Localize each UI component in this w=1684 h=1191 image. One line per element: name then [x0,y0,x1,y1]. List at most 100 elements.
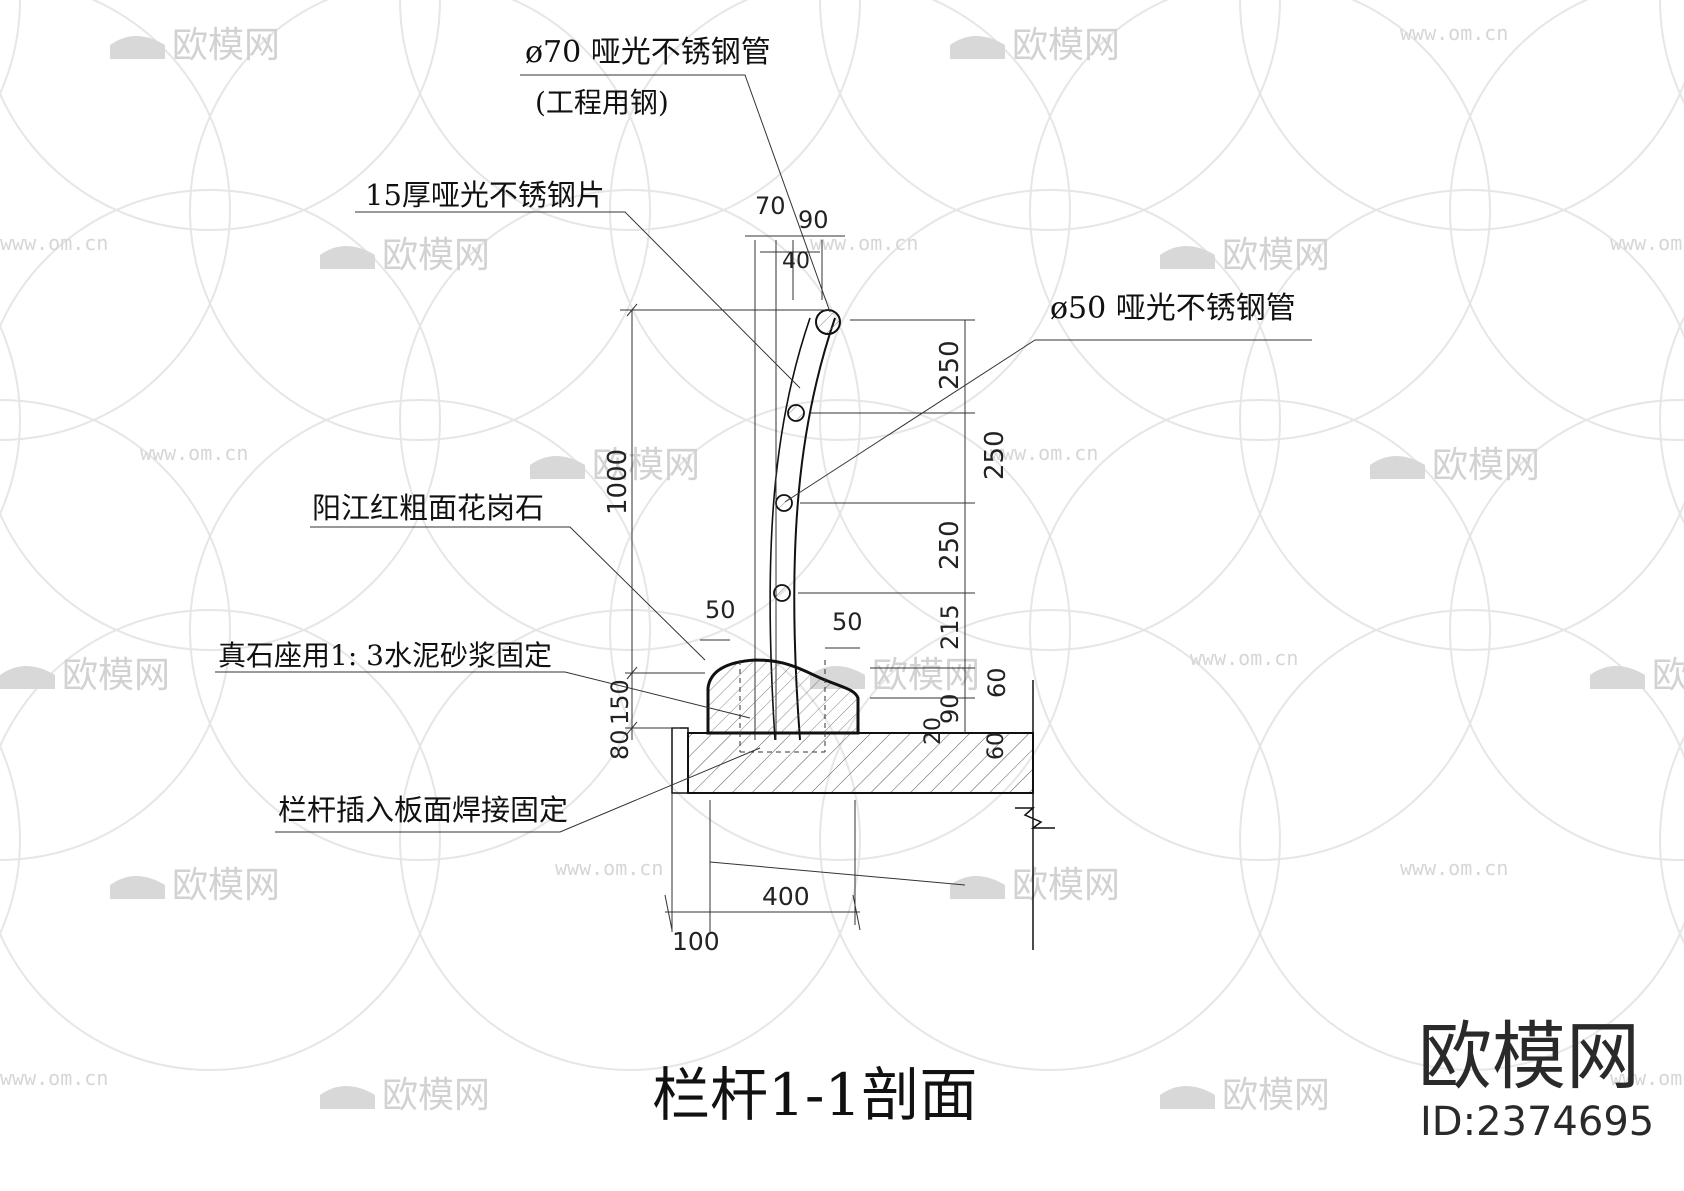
watermark-circle [1659,315,1684,525]
dim-80: 80 [606,729,634,760]
watermark-url: www.om.cn [0,231,108,255]
watermark-logo: 欧模网 [1370,445,1540,486]
pipe-50-a [787,404,805,422]
drawing-title: 栏杆1-1剖面 [652,1061,977,1129]
watermark-brand-text: 欧模网 [382,1075,490,1116]
label-pipe50: ø50 哑光不锈钢管 [1050,291,1296,326]
watermark-circle [609,0,1071,441]
watermark-circle [0,609,441,1071]
watermark-brand-text: 欧模网 [1012,25,1120,66]
watermark-circle [819,0,1281,231]
dim-215: 215 [936,604,964,650]
sofa-icon [1590,666,1645,689]
watermark-brand-text: 欧模网 [1222,235,1330,276]
label-pipe70: ø70 哑光不锈钢管 [525,35,771,70]
watermark-circle [0,0,441,231]
watermark-circle [1659,0,1684,105]
watermark-url: www.om.cn [1610,1066,1684,1090]
watermark-logos: 欧模网欧模网欧模网欧模网欧模网欧模网欧模网欧模网欧模网欧模网欧模网欧模网欧模网 [0,25,1684,1116]
dim-250-a: 250 [935,340,965,390]
watermark-logo: 欧模网 [530,445,700,486]
watermark-url: www.om.cn [990,441,1098,465]
label-insert: 栏杆插入板面焊接固定 [278,793,568,827]
watermark-circle [819,609,1281,1071]
label-granite: 阳江红粗面花岗石 [312,491,544,525]
sofa-icon [1160,246,1215,269]
steel-plate-outline [793,317,836,741]
watermark-logo: 欧模网 [1590,655,1684,696]
watermark-circle [399,0,861,231]
watermark-logo: 欧模网 [110,865,280,906]
watermark-circle [1029,399,1491,861]
watermark-brand-text: 欧模网 [872,655,980,696]
dim-150: 150 [606,679,634,725]
watermark-circle [0,323,21,517]
top-pipe-70 [815,309,841,335]
watermark-brand-text: 欧模网 [1012,865,1120,906]
dim-1000: 1000 [603,449,633,515]
sofa-icon [320,246,375,269]
watermark-circle [1449,399,1684,861]
watermark-url: www.om.cn [555,856,663,880]
watermark-circle [1029,0,1491,441]
watermark-logo: 欧模网 [110,25,280,66]
watermark-layer: 欧模网欧模网欧模网欧模网欧模网欧模网欧模网欧模网欧模网欧模网欧模网欧模网欧模网 … [0,0,1684,1116]
label-pipe70-note: (工程用钢) [535,86,669,119]
watermark-logo: 欧模网 [950,25,1120,66]
watermark-circle [399,609,861,1071]
watermark-circle [1239,0,1684,231]
watermark-logo: 欧模网 [320,235,490,276]
watermark-circle [189,399,651,861]
leader-granite [310,526,706,661]
dim-90: 90 [936,693,964,724]
granite-seat [706,658,860,735]
watermark-circle [399,189,861,651]
watermark-circles [0,0,1684,1071]
watermark-url: www.om.cn [1400,21,1508,45]
sofa-icon [950,876,1005,899]
watermark-url: www.om.cn [0,1066,108,1090]
sofa-icon [0,666,55,689]
dim-70: 70 [755,192,786,220]
dim-250-c: 250 [935,520,965,570]
watermark-circle [1449,0,1684,441]
watermark-url: www.om.cn [1610,231,1684,255]
pipe-50-b [775,494,793,512]
watermark-brand-text: 欧模网 [172,865,280,906]
watermark-circle [0,743,21,937]
leader-pipe70 [520,74,831,313]
brand-name: 欧模网 [1418,1014,1640,1100]
section-drawing: ø70 哑光不锈钢管 (工程用钢) 15厚哑光不锈钢片 ø50 哑光不锈钢管 阳… [215,35,1312,956]
watermark-brand-text: 欧模网 [1432,445,1540,486]
dim-400: 400 [762,882,810,911]
label-mortar: 真石座用1: 3水泥砂浆固定 [218,639,552,672]
dim-90: 90 [798,206,829,234]
watermark-circle [189,0,651,441]
watermark-logo: 欧模网 [320,1075,490,1116]
watermark-logo: 欧模网 [950,865,1120,906]
watermark-brand-text: 欧模网 [382,235,490,276]
watermark-url: www.om.cn [810,231,918,255]
sofa-icon [320,1086,375,1109]
dim-100: 100 [672,927,720,956]
watermark-brand-text: 欧模网 [172,25,280,66]
dim-60-a: 60 [983,667,1011,698]
watermark-urls: www.om.cn www.om.cn www.om.cn www.om.cn www.… [0,21,1684,1090]
watermark-brand-text: 欧模网 [1222,1075,1330,1116]
watermark-circle [819,189,1281,651]
dim-250-b: 250 [980,430,1010,480]
watermark-brand-text: 欧模网 [1652,655,1684,696]
sofa-icon [1160,1086,1215,1109]
leader-pipe50 [784,339,1312,503]
watermark-circle [1239,609,1684,1071]
watermark-url: www.om.cn [140,441,248,465]
leader-plate [355,211,801,389]
dim-50-a: 50 [705,596,736,624]
dim-20: 20 [921,717,946,745]
concrete-slab [687,732,1034,794]
watermark-brand-text: 欧模网 [592,445,700,486]
sofa-icon [950,36,1005,59]
dim-40: 40 [782,249,810,274]
watermark-logo: 欧模网 [1160,235,1330,276]
